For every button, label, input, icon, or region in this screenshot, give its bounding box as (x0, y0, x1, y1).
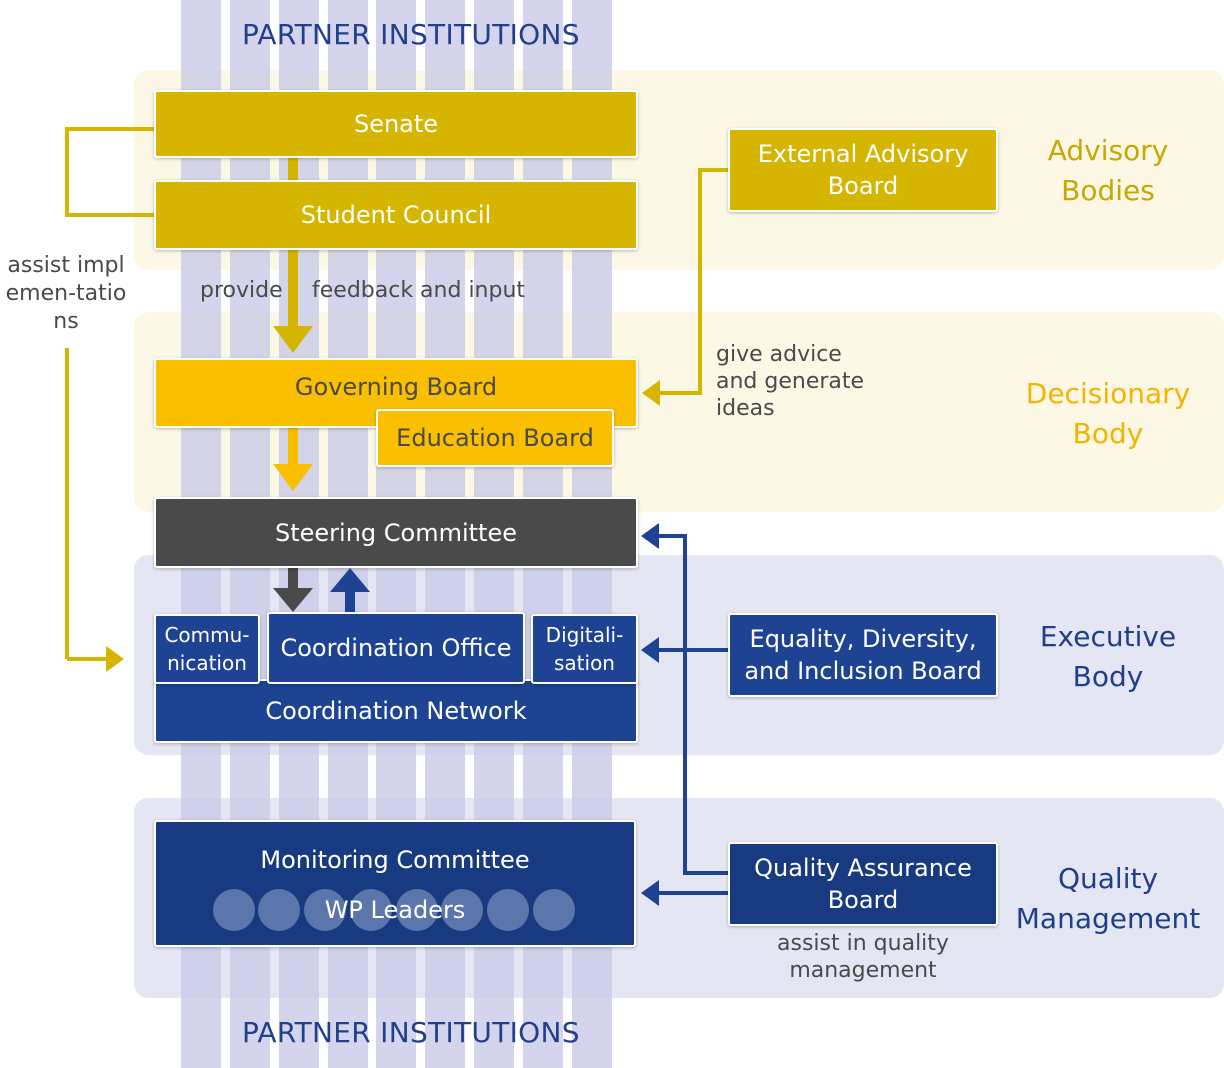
edi-board-label: Equality, Diversity, and Inclusion Board (744, 625, 982, 685)
communication-box: Commu-nication (154, 614, 260, 684)
coordination-office-label: Coordination Office (280, 634, 512, 662)
digitalisation-label: Digitali-sation (545, 623, 624, 675)
wp-leader-circle (396, 889, 438, 931)
coordination-network-label: Coordination Network (265, 697, 527, 725)
education-board-label: Education Board (396, 424, 594, 452)
decisionary-body-label: Decisionary Body (1025, 377, 1191, 450)
coordination-network-box: Coordination Network (154, 679, 638, 743)
senate-label: Senate (353, 110, 439, 138)
external-advisory-board-label: External Advisory Board (757, 140, 969, 200)
assist-implementations-note: assist implemen-tations (5, 253, 127, 334)
partner-institutions-top: PARTNER INSTITUTIONS (242, 18, 580, 51)
assist-quality-note: assist in quality management (777, 931, 949, 983)
wp-leader-circle (213, 889, 255, 931)
steering-committee-box: Steering Committee (154, 497, 638, 568)
give-advice-note: give advice and generate ideas (716, 342, 865, 421)
advisory-bodies-label: Advisory Bodies (1047, 134, 1169, 207)
wp-leader-circle (441, 889, 483, 931)
wp-leader-circle (533, 889, 575, 931)
wp-leader-circle (350, 889, 392, 931)
senate-box: Senate (154, 90, 638, 158)
provide-note: provide (200, 278, 283, 303)
external-advisory-board-box: External Advisory Board (728, 128, 998, 212)
communication-label: Commu-nication (164, 623, 250, 675)
wp-leader-circle (487, 889, 529, 931)
student-council-label: Student Council (300, 201, 492, 229)
student-council-box: Student Council (154, 180, 638, 250)
qa-board-box: Quality Assurance Board (728, 842, 998, 926)
wp-leaders-label: WP Leaders (324, 896, 466, 924)
education-board-box: Education Board (376, 409, 614, 467)
quality-management-label: Quality Management (1015, 862, 1201, 935)
coordination-office-box: Coordination Office (267, 612, 525, 684)
wp-leader-circle (304, 889, 346, 931)
executive-body-label: Executive Body (1039, 620, 1177, 693)
governing-board-label: Governing Board (294, 373, 498, 401)
monitoring-committee-label: Monitoring Committee (260, 846, 530, 874)
wp-leader-circle (258, 889, 300, 931)
digitalisation-box: Digitali-sation (531, 614, 638, 684)
edi-board-box: Equality, Diversity, and Inclusion Board (728, 613, 998, 697)
qa-board-label: Quality Assurance Board (754, 854, 972, 914)
feedback-and-input-note: feedback and input (312, 278, 526, 303)
partner-institutions-bottom: PARTNER INSTITUTIONS (242, 1016, 580, 1049)
steering-committee-label: Steering Committee (274, 518, 517, 547)
